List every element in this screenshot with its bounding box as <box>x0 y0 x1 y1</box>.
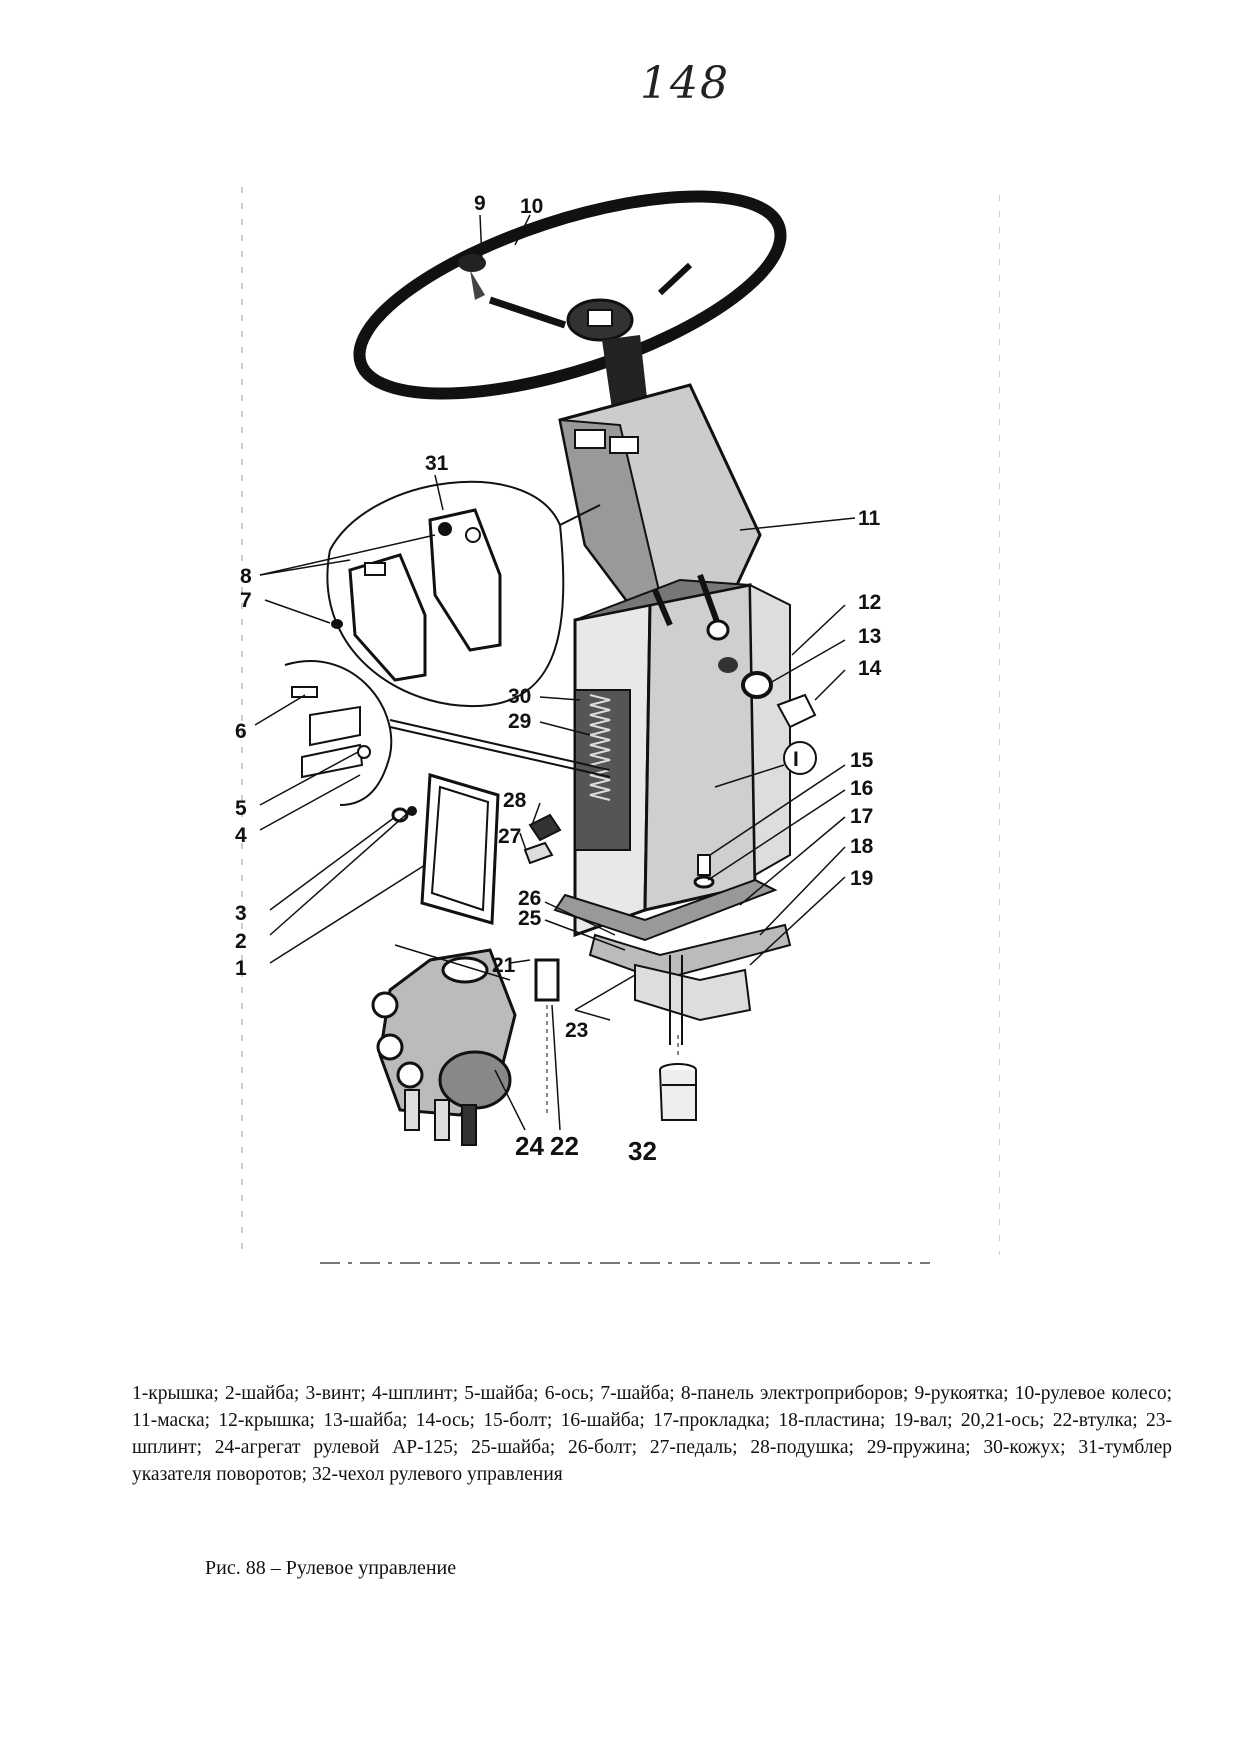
callout-11: 11 <box>858 507 881 530</box>
callout-I: I <box>793 748 799 771</box>
callout-15: 15 <box>850 749 874 772</box>
steering-wheel <box>353 190 787 400</box>
callout-24: 24 <box>515 1131 544 1161</box>
callout-28: 28 <box>503 789 527 812</box>
callout-9: 9 <box>474 192 486 215</box>
callout-8: 8 <box>240 565 252 588</box>
page-number: 148 <box>640 58 730 109</box>
callout-26: 26 <box>518 887 541 910</box>
detail-bracket <box>284 660 611 806</box>
callout-14: 14 <box>858 657 882 680</box>
callout-31: 31 <box>425 452 449 475</box>
steering-boot <box>659 1035 697 1121</box>
detail-panel <box>326 480 601 708</box>
steering-diagram: 9 10 11 12 13 14 15 16 17 18 19 31 8 7 6… <box>230 175 1000 1315</box>
callout-25: 25 <box>518 907 542 930</box>
base-plates <box>553 878 792 1045</box>
callout-21: 21 <box>492 954 516 977</box>
callout-16: 16 <box>850 777 873 800</box>
callout-12: 12 <box>858 591 881 614</box>
callout-6: 6 <box>235 720 247 743</box>
figure-legend: 1-крышка; 2-шайба; 3-винт; 4-шплинт; 5-ш… <box>132 1383 1172 1485</box>
callout-22: 22 <box>550 1131 579 1161</box>
figure-caption: Рис. 88 – Рулевое управление <box>205 1557 457 1579</box>
callout-5: 5 <box>235 797 247 820</box>
callout-4: 4 <box>235 824 247 847</box>
callout-18: 18 <box>850 835 874 858</box>
callout-29: 29 <box>508 710 531 733</box>
callout-23: 23 <box>565 1019 588 1042</box>
callout-17: 17 <box>850 805 873 828</box>
callout-32: 32 <box>628 1136 657 1166</box>
callout-27: 27 <box>498 825 521 848</box>
callout-13: 13 <box>858 625 881 648</box>
mask <box>558 383 762 607</box>
callout-1: 1 <box>235 957 247 980</box>
callout-3: 3 <box>235 902 247 925</box>
callout-10: 10 <box>520 195 543 218</box>
callout-19: 19 <box>850 867 873 890</box>
callout-2: 2 <box>235 930 247 953</box>
housing <box>573 573 791 938</box>
steering-unit <box>371 948 517 1146</box>
callout-30: 30 <box>508 685 531 708</box>
callout-7: 7 <box>240 589 252 612</box>
